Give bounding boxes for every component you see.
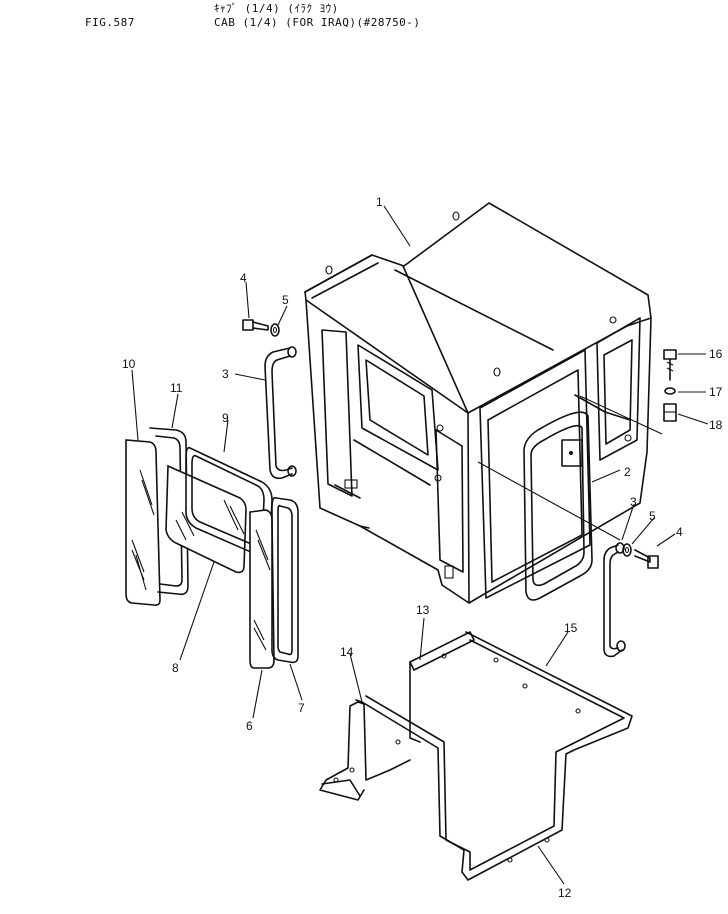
washer-17	[664, 387, 676, 395]
callout-10: 10	[122, 357, 136, 371]
bolt-left	[242, 319, 269, 331]
window-seal-7	[271, 496, 299, 664]
callout-5-left: 5	[282, 293, 289, 307]
bolt-16	[663, 349, 677, 381]
grab-handle-left	[264, 346, 297, 480]
callout-4-right: 4	[676, 525, 683, 539]
callout-14: 14	[340, 645, 354, 659]
grab-handle-right	[603, 542, 626, 658]
figure-number: FIG.587	[85, 16, 135, 29]
callout-15: 15	[564, 621, 578, 635]
callout-11: 11	[170, 381, 183, 395]
floor-frame-13	[409, 631, 475, 743]
bolt-right	[634, 549, 659, 569]
window-glass-8	[165, 464, 247, 574]
window-glass-10	[125, 439, 161, 606]
cab-body	[304, 202, 652, 604]
callout-3-left: 3	[222, 367, 229, 381]
callout-labels: 1 2 3 3 4 4 5 5 6 7 8 9 10 11 12 13 14 1…	[122, 195, 723, 900]
callout-4-left: 4	[240, 271, 247, 285]
callout-6: 6	[246, 719, 253, 733]
title-english: CAB (1/4) (FOR IRAQ)(#28750-)	[214, 16, 421, 29]
callout-2: 2	[624, 465, 631, 479]
leader-lines	[131, 205, 709, 885]
callout-16: 16	[709, 347, 723, 361]
callout-7: 7	[298, 701, 305, 715]
floor-frame-12	[355, 631, 633, 881]
callout-5-right: 5	[649, 509, 656, 523]
floor-frame-14	[319, 701, 411, 801]
callout-1: 1	[376, 195, 383, 209]
handrail-right	[523, 411, 593, 601]
callout-17: 17	[709, 385, 723, 399]
callout-18: 18	[709, 418, 723, 432]
callout-3-right: 3	[630, 495, 637, 509]
callout-12: 12	[558, 886, 572, 900]
window-glass-6	[249, 509, 275, 669]
callout-13: 13	[416, 603, 430, 617]
washer-right	[622, 543, 632, 557]
nut-18	[663, 403, 677, 422]
title-japanese: ｷｬﾌﾞ (1/4) (ｲﾗｸ ﾖｳ)	[214, 2, 339, 15]
callout-8: 8	[172, 661, 179, 675]
washer-left	[270, 323, 280, 337]
callout-9: 9	[222, 411, 229, 425]
